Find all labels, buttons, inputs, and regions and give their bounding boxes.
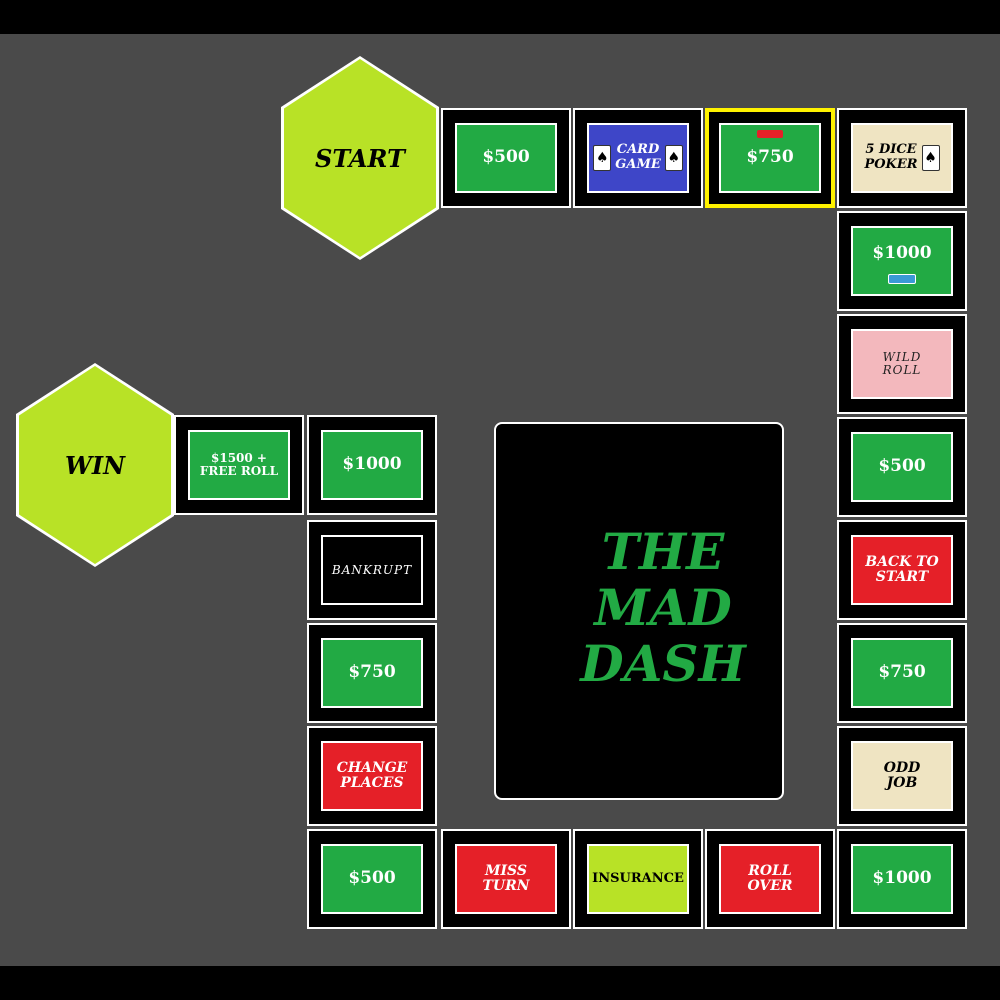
space-change-places[interactable]: CHANGE PLACES [307, 726, 437, 826]
space-label-line2: OVER [747, 878, 793, 894]
space-label: $500 [878, 456, 926, 477]
space-label: $750 [348, 662, 396, 683]
space-label-line2: FREE ROLL [199, 464, 279, 478]
space-label-line2: JOB [886, 775, 918, 791]
win-label: WIN [64, 450, 126, 480]
space-right-500[interactable]: $500 [837, 417, 967, 517]
game-title: THE MAD DASH [580, 522, 746, 693]
start-space[interactable]: START [281, 56, 439, 260]
space-label-line2: GAME [615, 157, 661, 172]
space-label: INSURANCE [592, 871, 684, 887]
space-label: $1000 [872, 868, 932, 889]
space-right-750[interactable]: $750 [837, 623, 967, 723]
spade-card-icon: ♠ [664, 145, 683, 171]
space-label-line2: PLACES [340, 775, 404, 791]
space-label-line1: MISS [485, 863, 527, 880]
space-label-line1: ROLL [748, 863, 792, 880]
space-label-line1: ODD [883, 760, 921, 777]
space-right-1000-b[interactable]: $1000 [837, 829, 967, 929]
space-label-line2: START [875, 569, 929, 585]
space-label-line1: 5 DICE [865, 142, 917, 158]
space-left-750[interactable]: $750 [307, 623, 437, 723]
space-odd-job[interactable]: ODD JOB [837, 726, 967, 826]
space-wild-roll[interactable]: WILD ROLL [837, 314, 967, 414]
space-label-line1: WILD [882, 350, 922, 365]
space-left-500[interactable]: $500 [307, 829, 437, 929]
spade-card-icon: ♠ [593, 145, 612, 171]
space-label-line2: ROLL [882, 363, 922, 377]
space-back-to-start[interactable]: BACK TO START [837, 520, 967, 620]
space-insurance[interactable]: INSURANCE [573, 829, 703, 929]
space-left-1000[interactable]: $1000 [307, 415, 437, 515]
space-label-line2: TURN [482, 878, 530, 894]
space-5-dice-poker[interactable]: 5 DICE POKER ♠ [837, 108, 967, 208]
space-label-line1: $1500 + [211, 451, 267, 466]
space-label: $500 [348, 868, 396, 889]
space-label: BANKRUPT [331, 562, 413, 577]
space-right-1000-a[interactable]: $1000 [837, 211, 967, 311]
space-bonus-free-roll[interactable]: $1500 + FREE ROLL [174, 415, 304, 515]
space-label-line2: POKER [864, 157, 918, 172]
space-bankrupt[interactable]: BANKRUPT [307, 520, 437, 620]
space-label: $1000 [872, 243, 932, 264]
spade-card-icon: ♠ [921, 145, 940, 171]
space-label: $1000 [342, 454, 402, 475]
game-board: START WIN $500 ♠ CARD GAME ♠ $750 [0, 34, 1000, 966]
space-card-game[interactable]: ♠ CARD GAME ♠ [573, 108, 703, 208]
space-label-line1: BACK TO [865, 554, 939, 571]
win-space[interactable]: WIN [16, 363, 174, 567]
space-miss-turn[interactable]: MISS TURN [441, 829, 571, 929]
space-top-750[interactable]: $750 [705, 108, 835, 208]
red-player-token[interactable] [757, 130, 783, 138]
blue-player-token[interactable] [888, 274, 916, 284]
space-top-500[interactable]: $500 [441, 108, 571, 208]
space-label: $750 [878, 662, 926, 683]
start-label: START [315, 143, 405, 173]
space-label-line1: CARD [616, 142, 660, 158]
title-card: THE MAD DASH [494, 422, 784, 800]
space-roll-over[interactable]: ROLL OVER [705, 829, 835, 929]
space-label: $500 [482, 147, 530, 168]
space-label-line1: CHANGE [336, 760, 408, 777]
space-label: $750 [746, 147, 794, 168]
